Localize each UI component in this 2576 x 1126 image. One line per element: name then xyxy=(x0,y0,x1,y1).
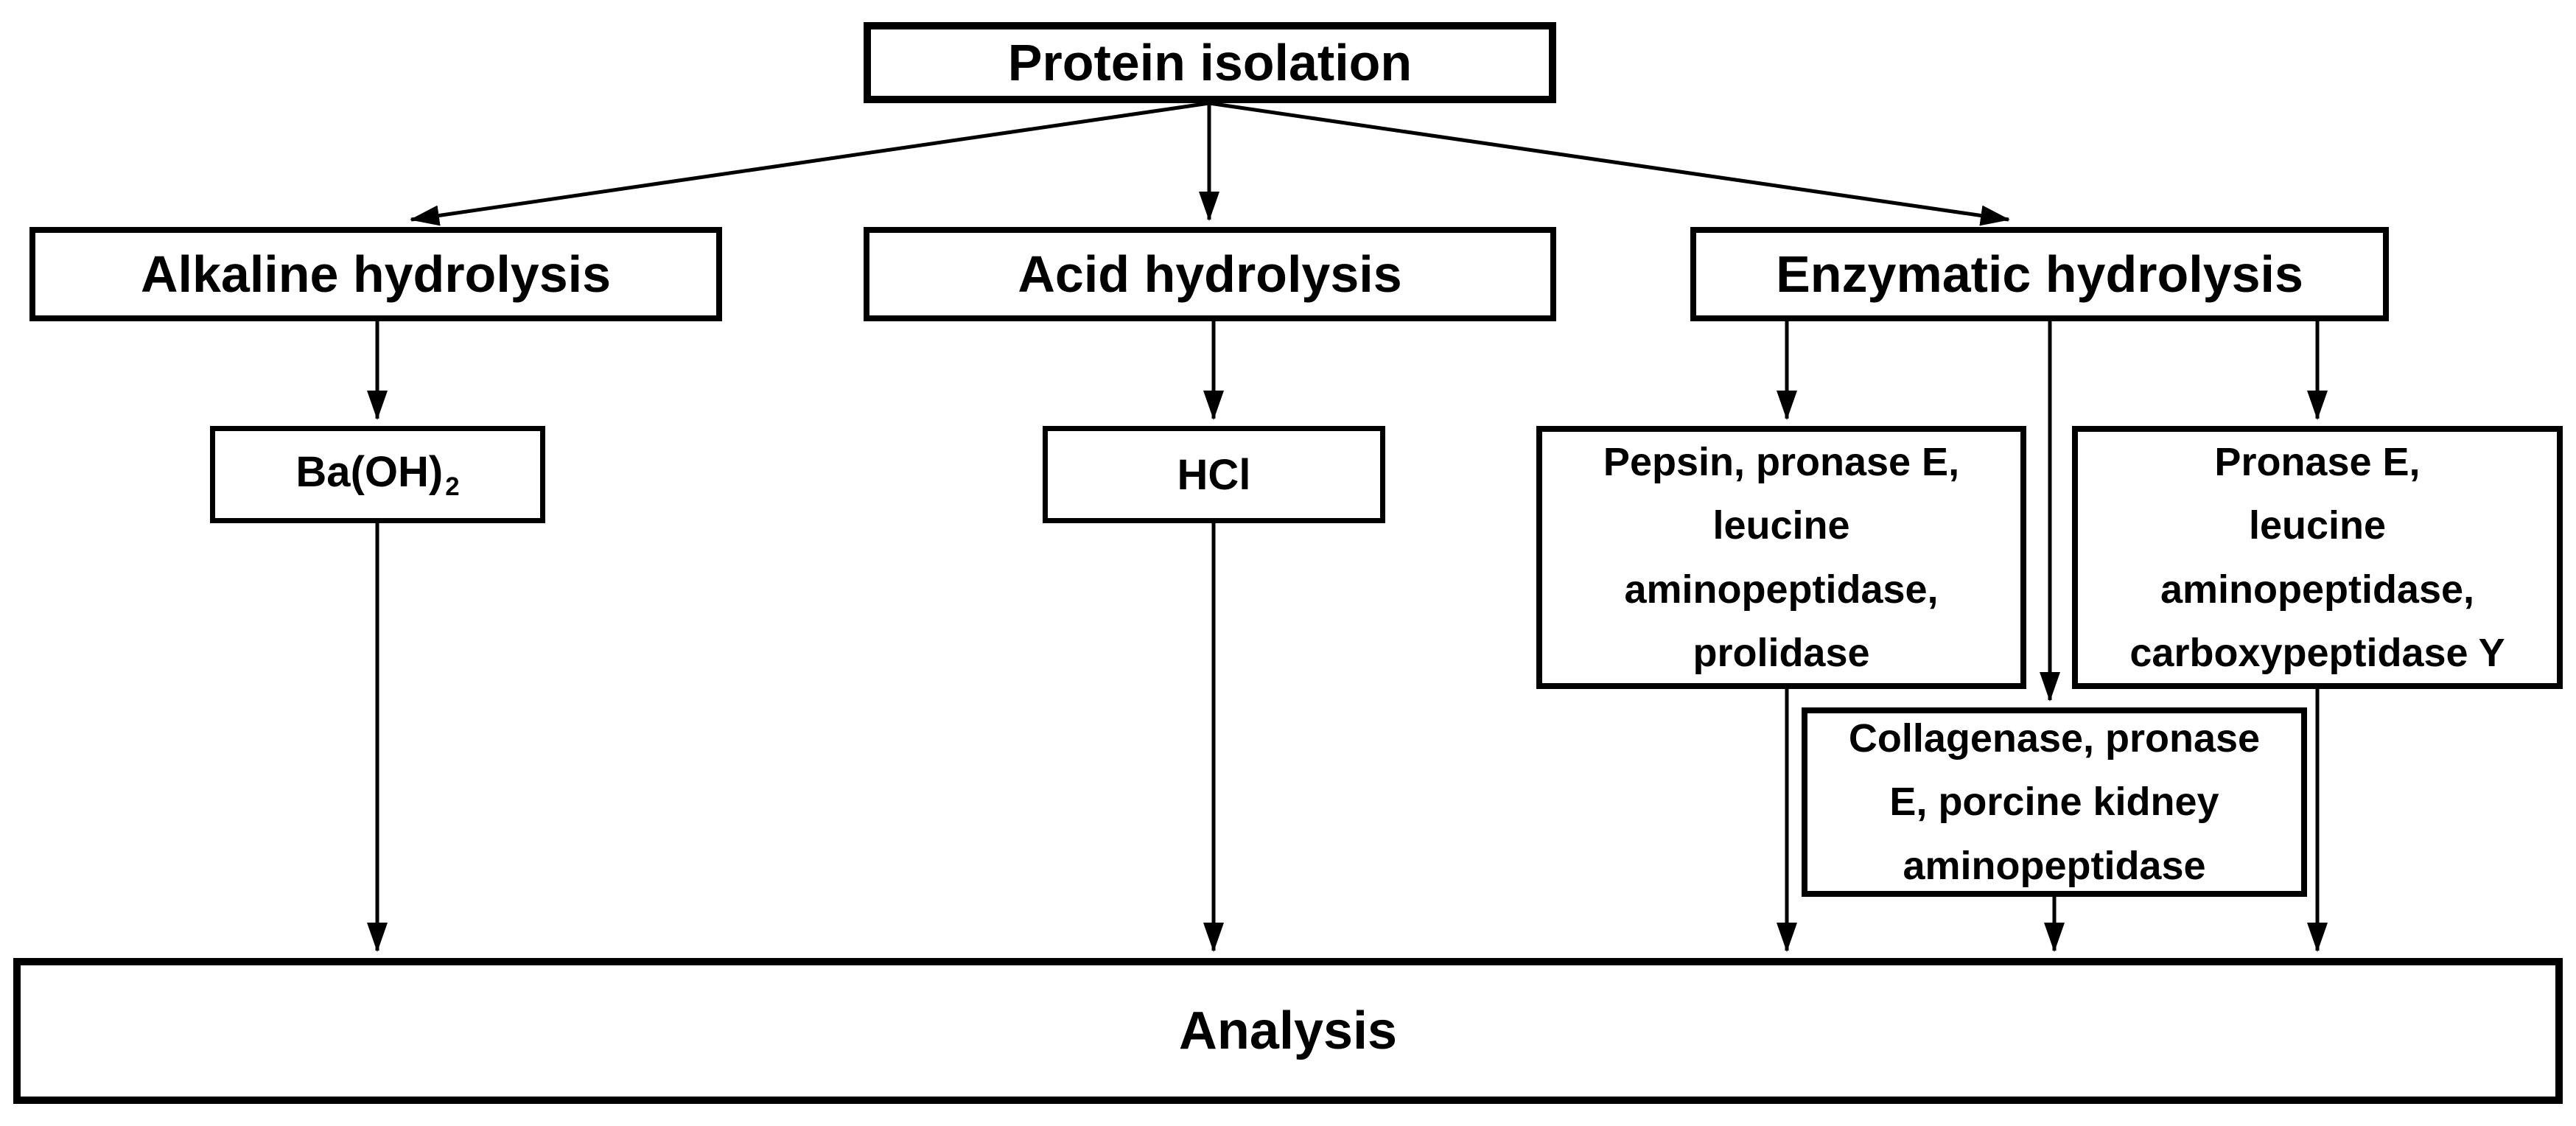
edge-protein-isolation-to-enzymatic-hydrolysis xyxy=(1208,101,2010,226)
node-pronase-mix-label: Pronase E, leucine aminopeptidase, carbo… xyxy=(2129,439,2505,675)
node-pepsin-mix-label: Pepsin, pronase E, leucine aminopeptidas… xyxy=(1603,439,1960,675)
node-pronase-mix: Pronase E, leucine aminopeptidase, carbo… xyxy=(2072,426,2563,689)
node-protein-isolation: Protein isolation xyxy=(864,22,1556,103)
node-analysis-label: Analysis xyxy=(1178,1001,1398,1060)
node-enzymatic-hydrolysis: Enzymatic hydrolysis xyxy=(1690,227,2389,321)
node-alkaline-hydrolysis: Alkaline hydrolysis xyxy=(29,227,722,321)
node-acid-hydrolysis: Acid hydrolysis xyxy=(864,227,1556,321)
node-pepsin-mix: Pepsin, pronase E, leucine aminopeptidas… xyxy=(1536,426,2026,689)
node-barium-hydroxide: Ba(OH)2 xyxy=(210,426,545,523)
node-hcl: HCl xyxy=(1043,426,1385,523)
barium-hydroxide-formula: Ba(OH) xyxy=(295,447,444,496)
node-analysis: Analysis xyxy=(13,958,2563,1104)
edge-protein-isolation-to-alkaline-hydrolysis xyxy=(410,101,1210,226)
barium-hydroxide-subscript: 2 xyxy=(445,472,460,502)
node-barium-hydroxide-label: Ba(OH)2 xyxy=(295,447,459,502)
node-alkaline-hydrolysis-label: Alkaline hydrolysis xyxy=(140,245,612,303)
node-protein-isolation-label: Protein isolation xyxy=(1007,34,1413,91)
node-hcl-label: HCl xyxy=(1177,450,1251,499)
node-enzymatic-hydrolysis-label: Enzymatic hydrolysis xyxy=(1776,245,2303,303)
node-collagenase-mix-label: Collagenase, pronase E, porcine kidney a… xyxy=(1848,716,2261,888)
node-collagenase-mix: Collagenase, pronase E, porcine kidney a… xyxy=(1802,707,2307,897)
node-acid-hydrolysis-label: Acid hydrolysis xyxy=(1018,245,1402,303)
